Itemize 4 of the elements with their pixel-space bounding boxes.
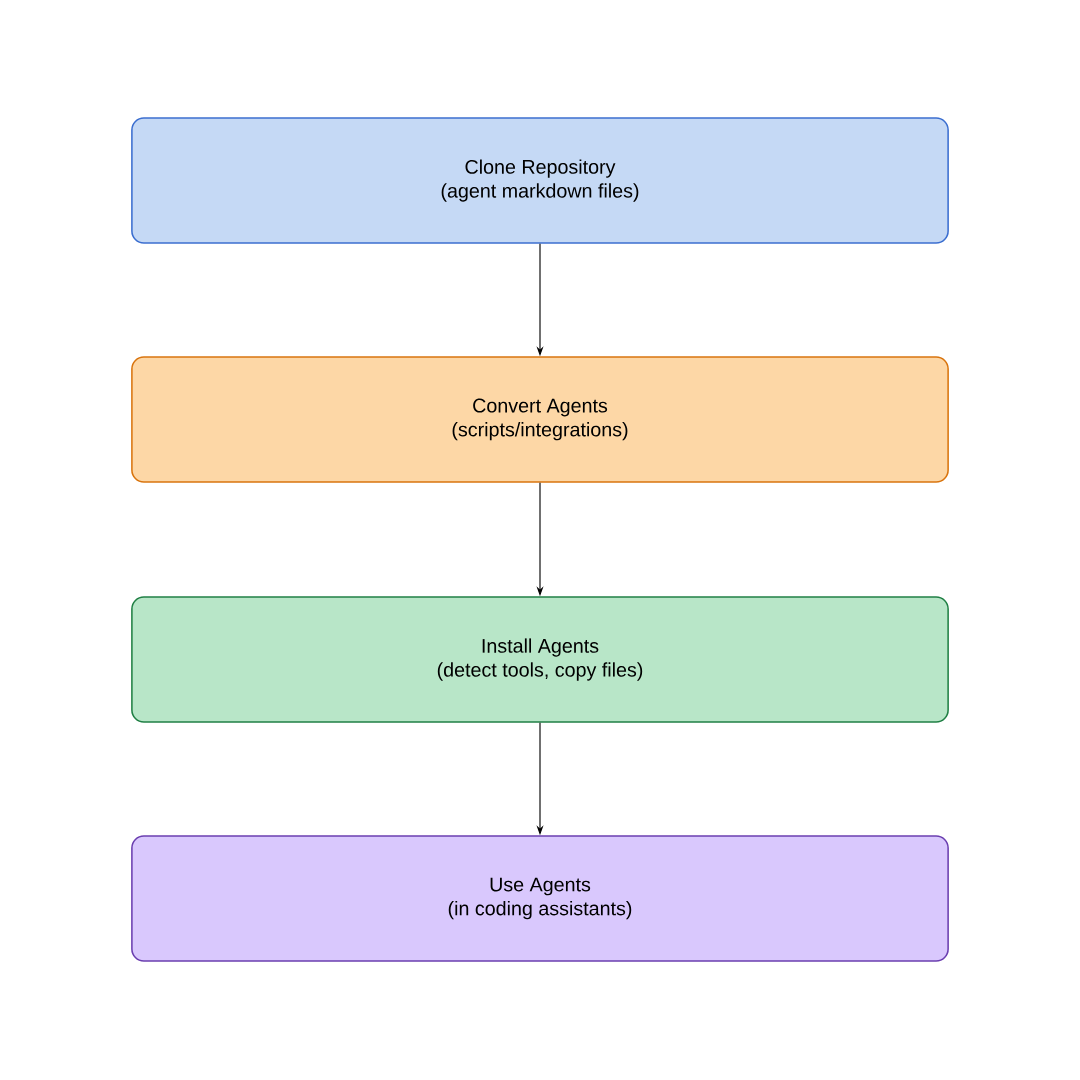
process-box: Convert Agents (scripts/integrations) — [131, 356, 949, 483]
process-box: Use Agents (in coding assistants) — [131, 835, 949, 962]
process-box: Install Agents (detect tools, copy files) — [131, 596, 949, 723]
process-box: Clone Repository (agent markdown files) — [131, 117, 949, 244]
